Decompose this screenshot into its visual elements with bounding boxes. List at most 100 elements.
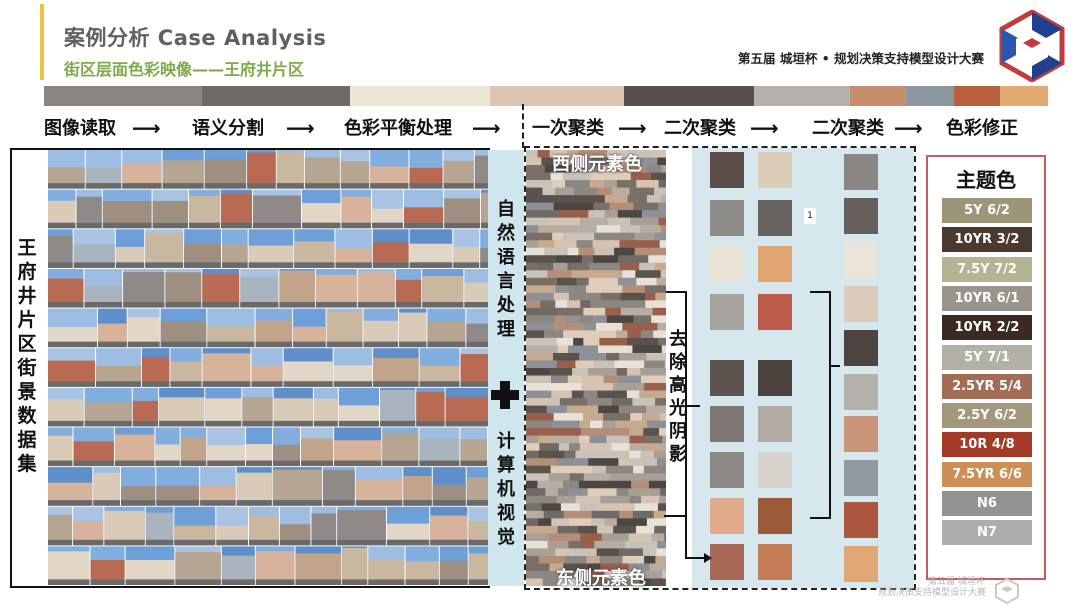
street-photo — [48, 268, 84, 308]
mosaic-tile — [611, 187, 631, 196]
mosaic-tile — [646, 352, 666, 361]
competition-logo-icon — [999, 10, 1065, 82]
theme-color-chip: 5Y 7/1 — [942, 344, 1032, 370]
arrow-icon: ⟶ — [618, 116, 647, 140]
mosaic-tile — [649, 563, 666, 572]
mosaic-tile — [526, 210, 538, 218]
mosaic-tile — [579, 435, 591, 444]
street-photo — [127, 308, 160, 348]
mosaic-tile — [557, 488, 569, 497]
mosaic-tile — [526, 525, 559, 534]
mosaic-tile — [551, 217, 581, 226]
mosaic-tile — [526, 533, 550, 542]
street-photo — [132, 387, 159, 427]
mosaic-tile — [526, 563, 550, 572]
mosaic-tile — [526, 518, 539, 527]
mosaic-tile — [655, 292, 666, 301]
mosaic-tile — [644, 555, 656, 564]
street-photo — [444, 189, 481, 229]
mosaic-tile — [526, 390, 552, 399]
street-photo — [84, 268, 123, 308]
mosaic-tile — [629, 435, 646, 444]
mosaic-tile — [583, 390, 599, 399]
cluster-swatch-final — [844, 502, 878, 538]
street-photo — [48, 387, 84, 427]
cluster-swatch-first — [710, 360, 744, 396]
mosaic-tile — [569, 443, 581, 451]
mosaic-tile — [660, 225, 666, 233]
mosaic-tile — [562, 232, 595, 241]
mosaic-tile — [526, 473, 550, 482]
mosaic-tile — [544, 330, 564, 339]
cluster-swatch-first — [710, 152, 744, 188]
mosaic-tile — [586, 330, 617, 339]
street-photo — [464, 268, 488, 308]
mosaic-tile — [526, 540, 549, 549]
street-photo — [409, 229, 453, 268]
mosaic-tile — [664, 360, 666, 369]
mosaic-tile — [604, 570, 618, 579]
mosaic-tile — [569, 518, 592, 527]
mosaic-tile — [644, 383, 666, 391]
cluster-swatch-first — [710, 246, 744, 282]
street-photo — [247, 150, 276, 189]
mosaic-tile — [659, 495, 666, 504]
mosaic-tile — [594, 247, 615, 256]
street-photo — [202, 348, 251, 387]
street-photo — [221, 229, 248, 268]
mosaic-tile — [641, 210, 666, 218]
strip-swatch — [954, 86, 1000, 106]
street-photo — [204, 150, 247, 189]
mosaic-tile — [588, 262, 621, 271]
street-photo — [205, 387, 242, 427]
mosaic-tile — [563, 563, 588, 572]
mosaic-tile — [526, 428, 551, 436]
mosaic-tile — [585, 195, 606, 203]
street-photo — [175, 546, 221, 585]
cluster-swatch-first — [710, 452, 744, 488]
street-photo — [326, 308, 363, 348]
mosaic-tile — [538, 375, 552, 384]
mosaic-tile — [616, 488, 630, 497]
step-color-balance: 色彩平衡处理 — [344, 118, 452, 139]
street-photo — [419, 427, 460, 467]
theme-color-chip: N7 — [942, 520, 1032, 546]
cluster-swatch-first — [710, 498, 744, 534]
page-title: 案例分析 Case Analysis — [64, 26, 327, 50]
mosaic-tile — [646, 420, 666, 429]
mosaic-tile — [537, 480, 564, 489]
mosaic-tile — [597, 390, 628, 399]
mosaic-tile — [537, 518, 552, 527]
mosaic-tile — [628, 563, 651, 572]
mosaic-tile — [643, 428, 660, 436]
street-view-photo-grid — [48, 150, 488, 585]
mosaic-tile — [620, 225, 641, 233]
theme-colors-frame — [926, 155, 1046, 580]
street-photo — [399, 308, 427, 348]
mosaic-tile — [599, 337, 628, 346]
street-photo — [159, 387, 205, 427]
mosaic-tile — [640, 330, 654, 339]
street-photo — [48, 348, 96, 387]
mosaic-tile — [526, 510, 545, 519]
mosaic-tile — [660, 488, 666, 497]
mosaic-tile — [634, 232, 656, 241]
mosaic-tile — [596, 322, 623, 331]
street-photo — [97, 308, 127, 348]
mosaic-tile — [606, 435, 630, 444]
theme-color-chip: 7.5YR 6/6 — [942, 461, 1032, 487]
theme-color-chip: 10YR 2/2 — [942, 315, 1032, 341]
mosaic-tile — [526, 322, 555, 331]
cluster-swatch-final — [844, 460, 878, 496]
street-photo — [474, 150, 488, 189]
mosaic-tile — [587, 398, 613, 406]
mosaic-tile — [563, 480, 580, 489]
street-photo — [202, 268, 240, 308]
mosaic-tile — [526, 247, 545, 256]
mosaic-tile — [625, 150, 651, 158]
mosaic-tile — [652, 473, 666, 482]
mosaic-tile — [526, 202, 555, 211]
cluster-swatch-first — [710, 200, 744, 236]
street-photo — [248, 506, 279, 546]
cluster-swatch-final — [844, 330, 878, 366]
